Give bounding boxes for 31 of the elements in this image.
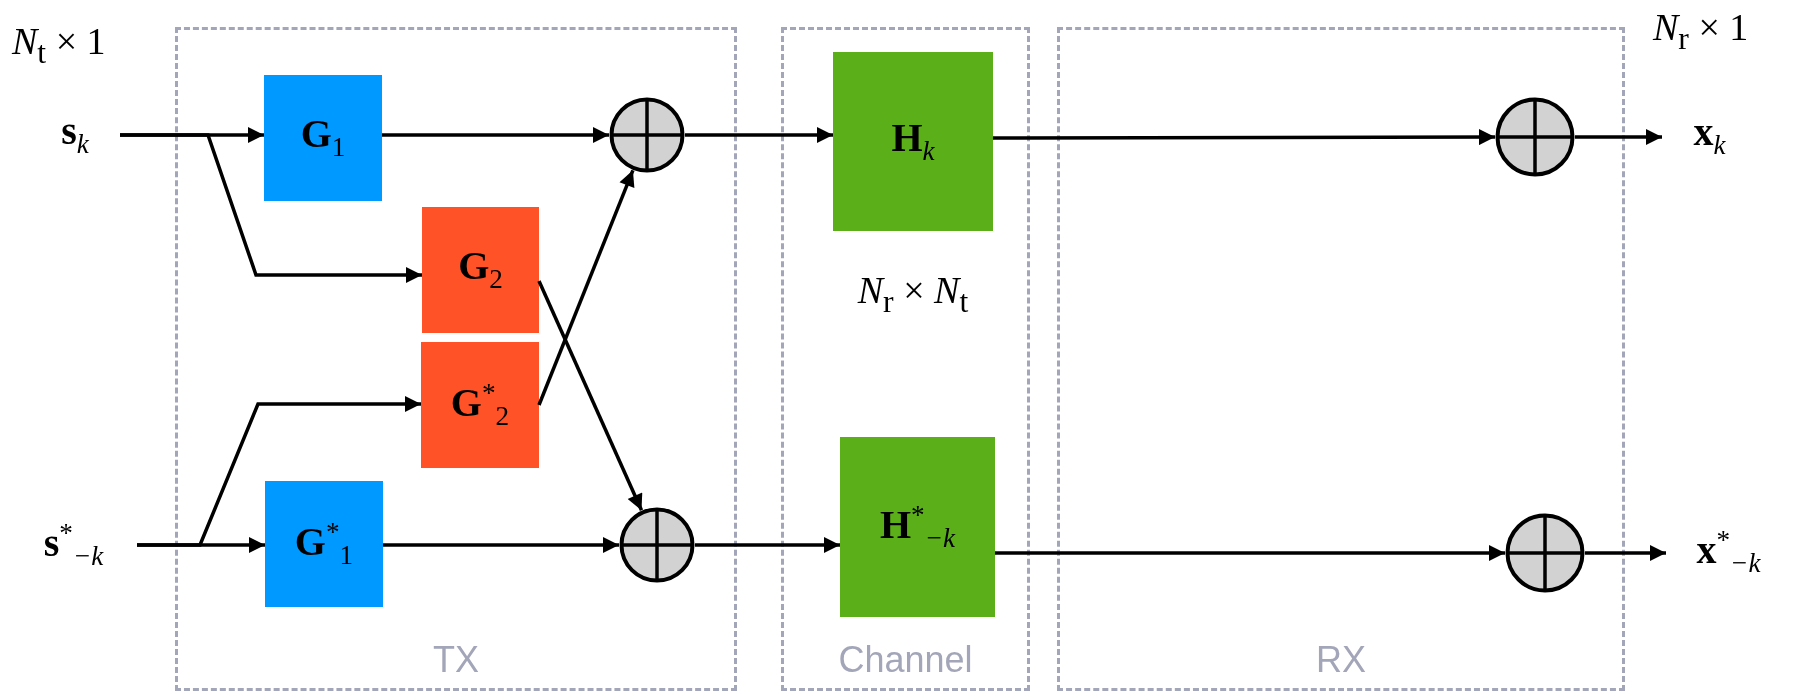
arrow	[695, 537, 840, 553]
dimension-annotation: N$_{r}$ × 1	[1653, 8, 1749, 55]
arrow	[995, 545, 1505, 561]
group-label: Channel	[838, 642, 973, 678]
dashed-group-box	[1057, 27, 1625, 691]
arrow	[120, 133, 422, 283]
matrix-block	[421, 342, 539, 468]
signal-symbol: s$_{k}$	[61, 111, 89, 159]
arrow	[383, 537, 619, 553]
signal-symbol: x$_{k}$	[1693, 111, 1726, 160]
matrix-symbol: G$_{2}$	[458, 246, 503, 294]
arrow	[382, 127, 609, 143]
matrix-block	[265, 481, 383, 607]
matrix-block	[422, 207, 539, 333]
matrix-block	[264, 75, 382, 201]
dashed-group-box	[781, 27, 1030, 691]
dimension-annotation: N$_{t}$ × 1	[12, 22, 106, 69]
matrix-symbol: G$_{1}$	[300, 114, 346, 162]
group-label: TX	[433, 642, 479, 678]
matrix-symbol: H$_{k}$	[891, 117, 935, 166]
arrow	[537, 280, 644, 512]
group-label: RX	[1316, 642, 1366, 678]
dashed-group-box	[175, 27, 737, 691]
arrow	[685, 127, 833, 143]
arrow	[1585, 545, 1666, 561]
matrix-block	[840, 437, 995, 617]
arrow	[137, 396, 421, 547]
arrow	[1575, 129, 1662, 145]
arrow	[993, 129, 1495, 146]
arrow	[537, 169, 635, 406]
dimension-annotation: N$_{r}$ × N$_{t}$	[856, 271, 970, 318]
